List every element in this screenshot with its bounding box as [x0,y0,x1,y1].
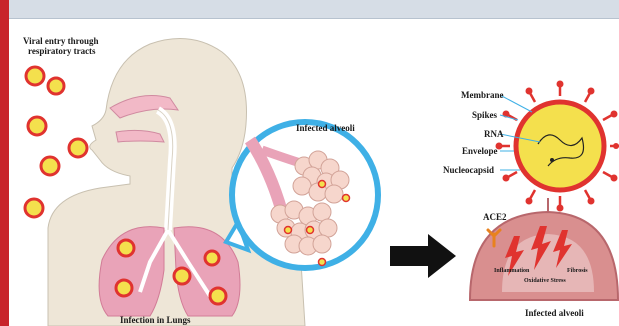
arrow-right-icon [390,234,456,278]
virus-particle-icon [69,139,87,157]
virus-particle-icon [48,78,64,94]
virus-particle-icon [118,240,134,256]
nucleocapsid-label: Nucleocapsid [443,165,494,175]
spikes-label: Spikes [472,110,497,120]
coronavirus-icon [496,81,619,212]
virus-particle-icon [25,199,43,217]
ace2-label: ACE2 [483,212,507,222]
rna-label: RNA [484,129,504,139]
virus-particle-icon [174,268,190,284]
virus-particle-icon [28,117,46,135]
virus-particle-icon [26,67,44,85]
membrane-label: Membrane [461,90,504,100]
viral-entry-label: Viral entry through respiratory tracts [23,36,99,56]
inflammation-label: Inflammation [494,268,529,275]
viral-entry-line2: respiratory tracts [23,46,99,56]
infected-alveoli-magnified-label: Infected alveoli [296,123,355,133]
viral-entry-line1: Viral entry through [23,36,99,46]
virus-particle-icon [41,157,59,175]
fibrosis-label: Fibrosis [567,268,588,275]
infection-in-lungs-label: Infection in Lungs [120,315,191,325]
oxidative-stress-label: Oxidative Stress [524,278,566,285]
virus-particle-icon [205,251,219,265]
envelope-label: Envelope [462,146,498,156]
infected-alveoli-label: Infected alveoli [525,308,584,318]
virus-particle-icon [210,288,226,304]
virus-particle-icon [116,280,132,296]
magnifier-ring-icon [232,122,378,268]
